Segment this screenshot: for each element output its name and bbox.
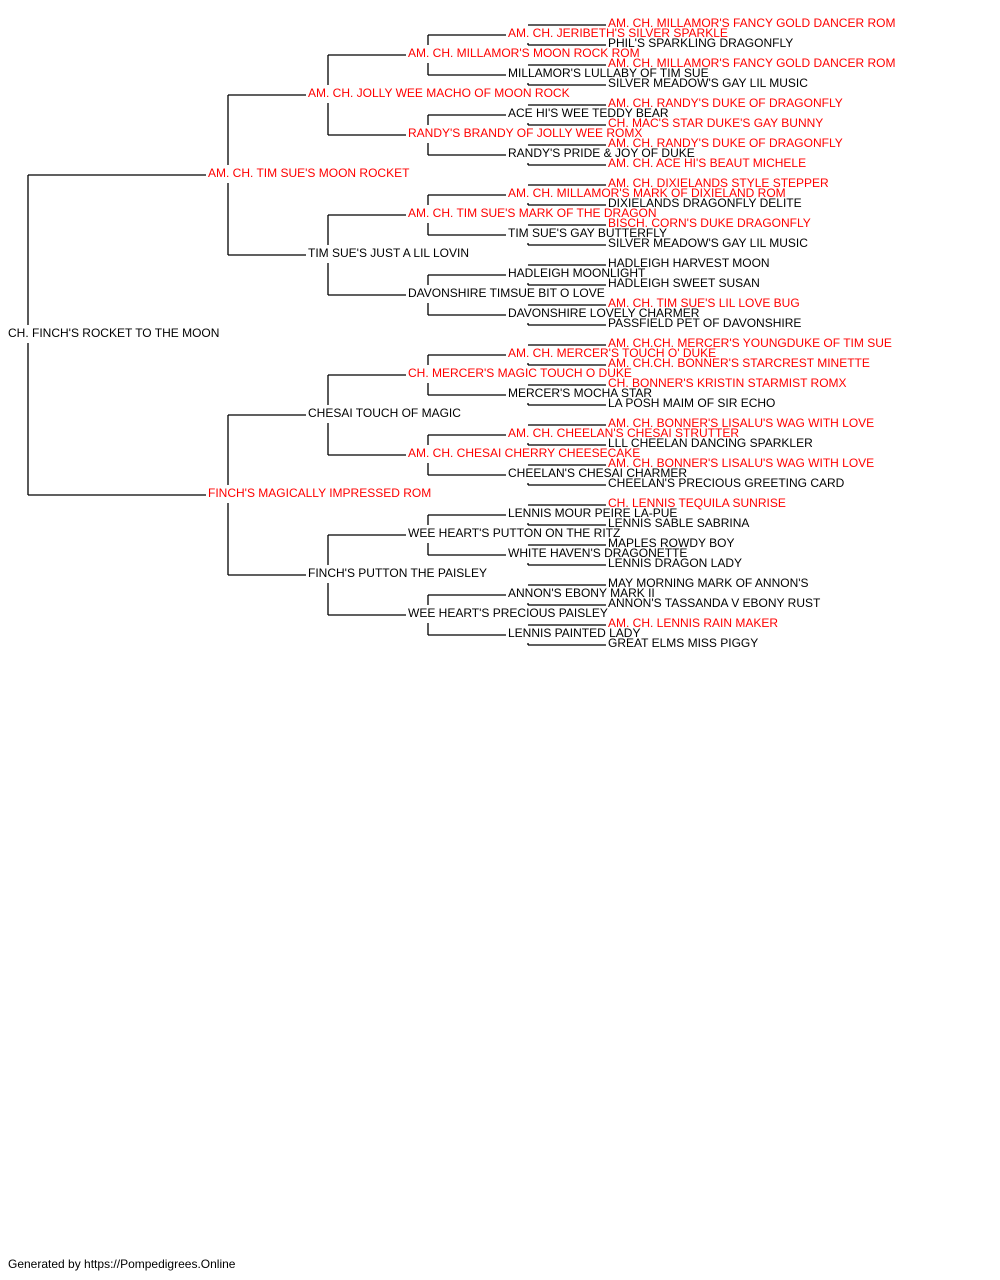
pedigree-great-grandparent-name: DAVONSHIRE TIMSUE BIT O LOVE: [408, 286, 605, 300]
pedigree-great-great-grandparent-name: WHITE HAVEN'S DRAGONETTE: [508, 546, 688, 560]
pedigree-great-grandparent-name: AM. CH. CHESAI CHERRY CHEESECAKE: [408, 446, 641, 460]
pedigree-gen5-ancestor-name: BISCH. CORN'S DUKE DRAGONFLY: [608, 216, 811, 230]
pedigree-grandparent-name: FINCH'S PUTTON THE PAISLEY: [308, 566, 487, 580]
generated-by-footer: Generated by https://Pompedigrees.Online: [8, 1257, 236, 1271]
pedigree-gen5-ancestor-name: AM. CH. BONNER'S LISALU'S WAG WITH LOVE: [608, 456, 875, 470]
pedigree-gen5-ancestor-name: AM. CH. ACE HI'S BEAUT MICHELE: [608, 156, 807, 170]
pedigree-great-great-grandparent-name: ACE HI'S WEE TEDDY BEAR: [508, 106, 669, 120]
pedigree-great-great-grandparent-name: HADLEIGH MOONLIGHT: [508, 266, 646, 280]
pedigree-gen5-ancestor-name: AM. CH. RANDY'S DUKE OF DRAGONFLY: [608, 136, 843, 150]
pedigree-gen5-ancestor-name: AM. CH.CH. MERCER'S YOUNGDUKE OF TIM SUE: [608, 336, 892, 350]
pedigree-gen5-ancestor-name: SILVER MEADOW'S GAY LIL MUSIC: [608, 236, 808, 250]
pedigree-great-great-grandparent-name: AM. CH. JERIBETH'S SILVER SPARKLE: [508, 26, 728, 40]
pedigree-gen5-ancestor-name: AM. CH. MILLAMOR'S FANCY GOLD DANCER ROM: [608, 56, 896, 70]
pedigree-great-great-grandparent-name: DAVONSHIRE LOVELY CHARMER: [508, 306, 700, 320]
pedigree-great-grandparent-name: CH. MERCER'S MAGIC TOUCH O DUKE: [408, 366, 632, 380]
pedigree-great-great-grandparent-name: CHEELAN'S CHESAI CHARMER: [508, 466, 687, 480]
pedigree-gen5-ancestor-name: ANNON'S TASSANDA V EBONY RUST: [608, 596, 821, 610]
pedigree-gen5-ancestor-name: AM. CH. TIM SUE'S LIL LOVE BUG: [608, 296, 800, 310]
pedigree-great-grandparent-name: AM. CH. MILLAMOR'S MOON ROCK ROM: [408, 46, 640, 60]
pedigree-grandparent-name: AM. CH. JOLLY WEE MACHO OF MOON ROCK: [308, 86, 570, 100]
pedigree-great-great-grandparent-name: RANDY'S PRIDE & JOY OF DUKE: [508, 146, 695, 160]
pedigree-gen5-ancestor-name: AM. CH. BONNER'S LISALU'S WAG WITH LOVE: [608, 416, 875, 430]
pedigree-gen5-ancestor-name: LENNIS SABLE SABRINA: [608, 516, 750, 530]
pedigree-sire-dam-name: FINCH'S MAGICALLY IMPRESSED ROM: [208, 486, 432, 500]
pedigree-gen5-ancestor-name: MAY MORNING MARK OF ANNON'S: [608, 576, 809, 590]
pedigree-great-great-grandparent-name: AM. CH. MERCER'S TOUCH O' DUKE: [508, 346, 717, 360]
pedigree-great-great-grandparent-name: LENNIS PAINTED LADY: [508, 626, 641, 640]
pedigree-great-grandparent-name: AM. CH. TIM SUE'S MARK OF THE DRAGON: [408, 206, 657, 220]
pedigree-gen5-ancestor-name: CH. MAC'S STAR DUKE'S GAY BUNNY: [608, 116, 824, 130]
pedigree-gen5-ancestor-name: AM. CH. RANDY'S DUKE OF DRAGONFLY: [608, 96, 843, 110]
pedigree-gen5-ancestor-name: MAPLES ROWDY BOY: [608, 536, 735, 550]
pedigree-sire-dam-name: AM. CH. TIM SUE'S MOON ROCKET: [208, 166, 410, 180]
pedigree-gen5-ancestor-name: LA POSH MAIM OF SIR ECHO: [608, 396, 776, 410]
pedigree-grandparent-name: CHESAI TOUCH OF MAGIC: [308, 406, 461, 420]
pedigree-great-great-grandparent-name: TIM SUE'S GAY BUTTERFLY: [508, 226, 667, 240]
pedigree-gen5-ancestor-name: AM. CH.CH. BONNER'S STARCREST MINETTE: [608, 356, 870, 370]
pedigree-gen5-ancestor-name: CH. LENNIS TEQUILA SUNRISE: [608, 496, 786, 510]
pedigree-gen5-ancestor-name: AM. CH. LENNIS RAIN MAKER: [608, 616, 779, 630]
pedigree-great-great-grandparent-name: AM. CH. MILLAMOR'S MARK OF DIXIELAND ROM: [508, 186, 786, 200]
pedigree-gen5-ancestor-name: HADLEIGH HARVEST MOON: [608, 256, 770, 270]
pedigree-gen5-ancestor-name: PASSFIELD PET OF DAVONSHIRE: [608, 316, 802, 330]
pedigree-gen5-ancestor-name: LLL CHEELAN DANCING SPARKLER: [608, 436, 813, 450]
pedigree-gen5-ancestor-name: AM. CH. DIXIELANDS STYLE STEPPER: [608, 176, 829, 190]
pedigree-great-great-grandparent-name: LENNIS MOUR PEIRE LA-PUE: [508, 506, 678, 520]
pedigree-great-great-grandparent-name: MILLAMOR'S LULLABY OF TIM SUE: [508, 66, 709, 80]
pedigree-great-great-grandparent-name: MERCER'S MOCHA STAR: [508, 386, 653, 400]
pedigree-gen5-ancestor-name: PHIL'S SPARKLING DRAGONFLY: [608, 36, 794, 50]
pedigree-great-grandparent-name: WEE HEART'S PUTTON ON THE RITZ: [408, 526, 621, 540]
pedigree-great-grandparent-name: WEE HEART'S PRECIOUS PAISLEY: [408, 606, 608, 620]
pedigree-gen5-ancestor-name: HADLEIGH SWEET SUSAN: [608, 276, 760, 290]
pedigree-great-grandparent-name: RANDY'S BRANDY OF JOLLY WEE ROMX: [408, 126, 643, 140]
pedigree-great-great-grandparent-name: ANNON'S EBONY MARK II: [508, 586, 655, 600]
pedigree-gen5-ancestor-name: AM. CH. MILLAMOR'S FANCY GOLD DANCER ROM: [608, 16, 896, 30]
pedigree-subject-name: CH. FINCH'S ROCKET TO THE MOON: [8, 326, 220, 340]
pedigree-gen5-ancestor-name: CHEELAN'S PRECIOUS GREETING CARD: [608, 476, 845, 490]
pedigree-gen5-ancestor-name: CH. BONNER'S KRISTIN STARMIST ROMX: [608, 376, 847, 390]
pedigree-great-great-grandparent-name: AM. CH. CHEELAN'S CHESAI STRUTTER: [508, 426, 739, 440]
pedigree-grandparent-name: TIM SUE'S JUST A LIL LOVIN: [308, 246, 470, 260]
pedigree-gen5-ancestor-name: GREAT ELMS MISS PIGGY: [608, 636, 759, 650]
pedigree-gen5-ancestor-name: LENNIS DRAGON LADY: [608, 556, 743, 570]
pedigree-gen5-ancestor-name: SILVER MEADOW'S GAY LIL MUSIC: [608, 76, 808, 90]
pedigree-gen5-ancestor-name: DIXIELANDS DRAGONFLY DELITE: [608, 196, 802, 210]
